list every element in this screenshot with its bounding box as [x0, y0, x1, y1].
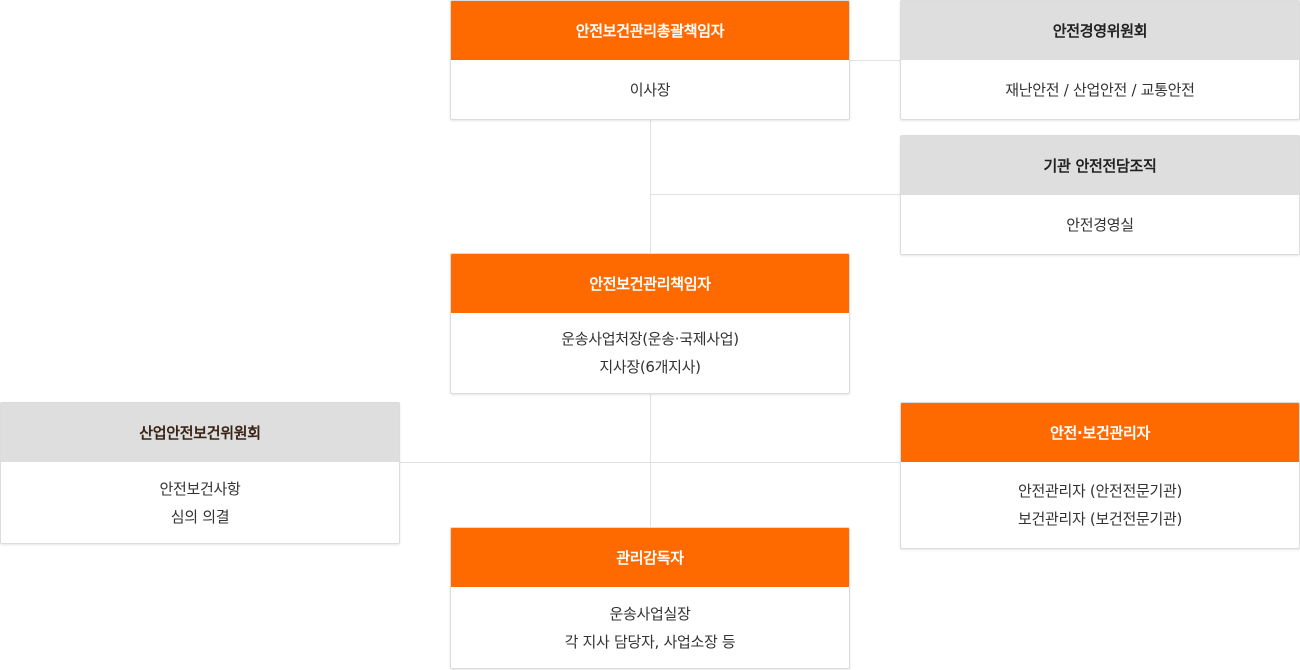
responsible-line-2: 지사장(6개지사): [599, 358, 701, 376]
oh-committee-title: 산업안전보건위원회: [1, 403, 399, 462]
ceo-line: 이사장: [629, 80, 671, 99]
supervisor-line-2: 각 지사 담당자, 사업소장 등: [564, 632, 736, 651]
connector-horizontal-middle: [400, 462, 900, 463]
safety-dept-line: 안전경영실: [1066, 215, 1134, 234]
safety-committee-box: 안전경영위원회 재난안전 / 산업안전 / 교통안전: [900, 0, 1300, 120]
responsible-title: 안전보건관리책임자: [451, 254, 849, 313]
safety-dept-box: 기관 안전전담조직 안전경영실: [900, 135, 1300, 255]
managers-line-1: 안전관리자 (안전전문기관): [1017, 482, 1183, 500]
ceo-body: 이사장: [451, 60, 849, 119]
connector-main-vertical-lower: [650, 394, 651, 527]
safety-dept-body: 안전경영실: [901, 195, 1299, 254]
supervisor-line-1: 운송사업실장: [609, 604, 691, 623]
supervisor-title: 관리감독자: [451, 528, 849, 587]
safety-committee-body: 재난안전 / 산업안전 / 교통안전: [901, 60, 1299, 119]
oh-committee-body: 안전보건사항 심의 의결: [1, 462, 399, 543]
oh-committee-line-2: 심의 의결: [170, 507, 230, 526]
connector-ceo-to-committee: [850, 60, 900, 61]
managers-title: 안전·보건관리자: [901, 403, 1299, 462]
responsible-line-1: 운송사업처장(운송·국제사업): [561, 330, 739, 348]
oh-committee-line-1: 안전보건사항: [159, 479, 241, 498]
ceo-box: 안전보건관리총괄책임자 이사장: [450, 0, 850, 120]
safety-committee-line: 재난안전 / 산업안전 / 교통안전: [1005, 80, 1195, 99]
oh-committee-box: 산업안전보건위원회 안전보건사항 심의 의결: [0, 402, 400, 544]
managers-box: 안전·보건관리자 안전관리자 (안전전문기관) 보건관리자 (보건전문기관): [900, 402, 1300, 549]
safety-dept-title: 기관 안전전담조직: [901, 136, 1299, 195]
managers-body: 안전관리자 (안전전문기관) 보건관리자 (보건전문기관): [901, 462, 1299, 548]
connector-main-vertical-upper: [650, 120, 651, 253]
responsible-box: 안전보건관리책임자 운송사업처장(운송·국제사업) 지사장(6개지사): [450, 253, 850, 394]
supervisor-body: 운송사업실장 각 지사 담당자, 사업소장 등: [451, 587, 849, 668]
connector-to-safety-dept: [650, 194, 900, 195]
safety-committee-title: 안전경영위원회: [901, 1, 1299, 60]
supervisor-box: 관리감독자 운송사업실장 각 지사 담당자, 사업소장 등: [450, 527, 850, 669]
responsible-body: 운송사업처장(운송·국제사업) 지사장(6개지사): [451, 313, 849, 393]
ceo-title: 안전보건관리총괄책임자: [451, 1, 849, 60]
managers-line-2: 보건관리자 (보건전문기관): [1017, 510, 1183, 528]
